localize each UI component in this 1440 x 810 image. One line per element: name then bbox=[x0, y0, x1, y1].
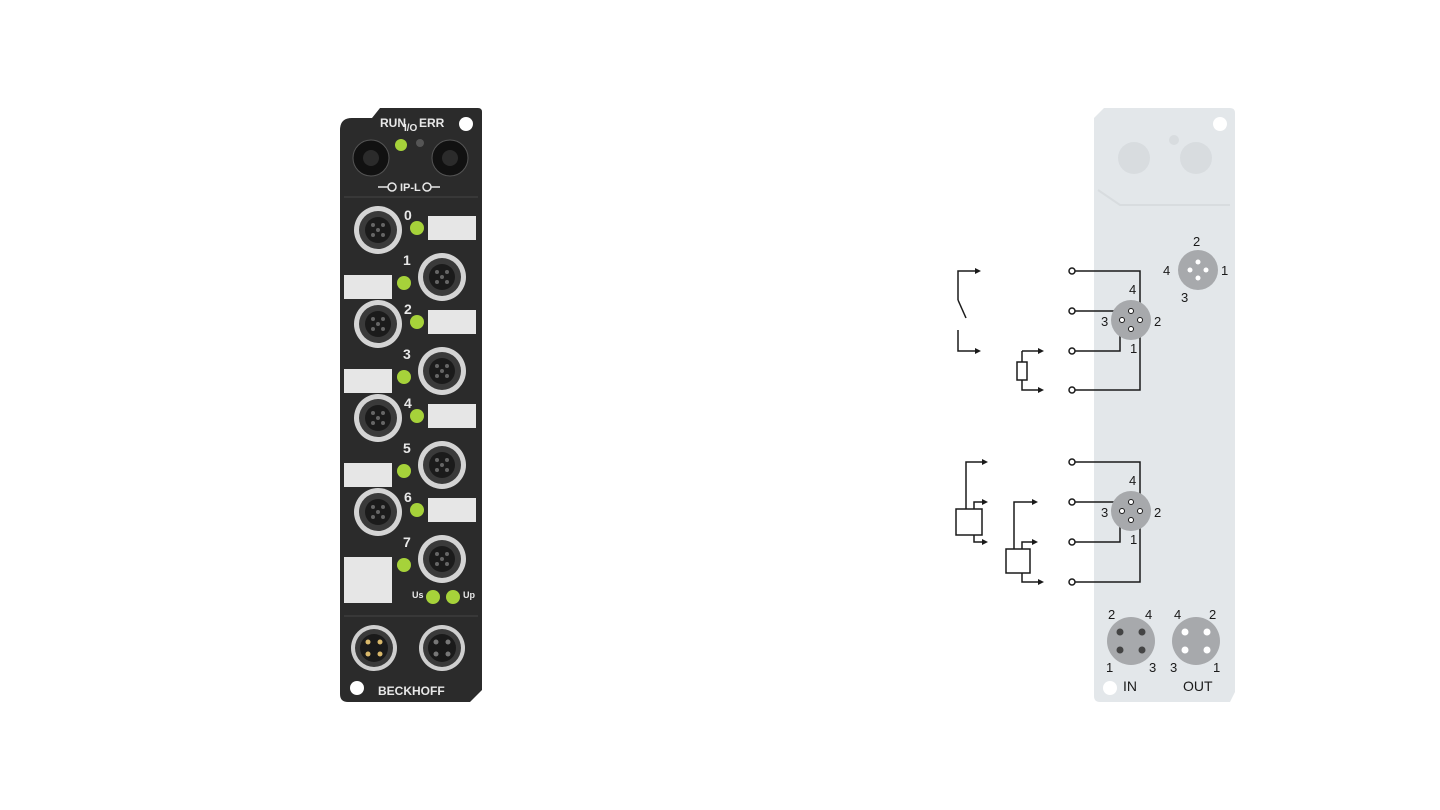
led-label-run: RUN bbox=[380, 116, 406, 130]
channel-number-6: 6 bbox=[404, 489, 412, 505]
channel-label-field-0 bbox=[428, 216, 476, 240]
mount-hole-top bbox=[459, 117, 473, 131]
pinout-connector-reference bbox=[1178, 250, 1218, 290]
led-label-io: I/O bbox=[404, 123, 418, 134]
upper-pin-1: 1 bbox=[1130, 341, 1137, 356]
pin-label-4: 4 bbox=[1163, 263, 1170, 278]
channel-group: 0 1 2 3 4 5 6 7 bbox=[344, 206, 476, 583]
out-pin-3: 3 bbox=[1170, 660, 1177, 675]
channel-connector-0 bbox=[354, 206, 402, 254]
channel-label-field-4 bbox=[428, 404, 476, 428]
ipl-label: IP-L bbox=[400, 182, 421, 194]
mount-hole-bottom bbox=[350, 681, 364, 695]
channel-connector-7 bbox=[418, 535, 466, 583]
supply-label-us: Us bbox=[412, 590, 424, 600]
channel-led-4 bbox=[410, 409, 424, 423]
label-field-extra bbox=[344, 579, 392, 603]
upper-pin-3: 3 bbox=[1101, 314, 1108, 329]
out-pin-2: 2 bbox=[1209, 607, 1216, 622]
channel-connector-6 bbox=[354, 488, 402, 536]
upper-pin-2: 2 bbox=[1154, 314, 1161, 329]
channel-1: 1 bbox=[344, 252, 466, 301]
led-us bbox=[426, 590, 440, 604]
brand-logo-text: BECKHOFF bbox=[378, 684, 445, 698]
channel-label-field-1 bbox=[344, 275, 392, 299]
in-pin-1: 1 bbox=[1106, 660, 1113, 675]
channel-0: 0 bbox=[354, 206, 476, 254]
channel-number-1: 1 bbox=[403, 252, 411, 268]
bus-socket-left-core bbox=[363, 150, 379, 166]
led-err bbox=[416, 139, 424, 147]
pin-label-1: 1 bbox=[1221, 263, 1228, 278]
channel-6: 6 bbox=[354, 488, 476, 536]
lower-channel-wiring bbox=[955, 458, 1141, 586]
channel-connector-1 bbox=[418, 253, 466, 301]
channel-5: 5 bbox=[344, 440, 466, 489]
channel-connector-4 bbox=[354, 394, 402, 442]
power-connector-in bbox=[351, 625, 397, 671]
lower-pin-1: 1 bbox=[1130, 532, 1137, 547]
channel-number-3: 3 bbox=[403, 346, 411, 362]
channel-led-6 bbox=[410, 503, 424, 517]
channel-3: 3 bbox=[344, 346, 466, 395]
channel-connector-5 bbox=[418, 441, 466, 489]
channel-number-5: 5 bbox=[403, 440, 411, 456]
lower-pin-4: 4 bbox=[1129, 473, 1136, 488]
out-connector-label: OUT bbox=[1183, 678, 1213, 694]
in-pin-2: 2 bbox=[1108, 607, 1115, 622]
upper-channel-connector bbox=[1111, 300, 1151, 340]
channel-4: 4 bbox=[354, 394, 476, 442]
channel-number-7: 7 bbox=[403, 534, 411, 550]
lower-pin-3: 3 bbox=[1101, 505, 1108, 520]
channel-led-0 bbox=[410, 221, 424, 235]
beckhoff-module: RUN I/O ERR IP-L 0 1 2 3 4 5 6 7 Us Up bbox=[340, 108, 482, 702]
channel-led-3 bbox=[397, 370, 411, 384]
in-connector-label: IN bbox=[1123, 678, 1137, 694]
channel-led-1 bbox=[397, 276, 411, 290]
upper-channel-wiring bbox=[957, 267, 1141, 394]
upper-channel-arrows bbox=[975, 268, 1044, 393]
in-pin-4: 4 bbox=[1145, 607, 1152, 622]
channel-label-field-6 bbox=[428, 498, 476, 522]
out-pin-4: 4 bbox=[1174, 607, 1181, 622]
led-label-err: ERR bbox=[419, 116, 445, 130]
bus-socket-right-core bbox=[442, 150, 458, 166]
channel-label-field-2 bbox=[428, 310, 476, 334]
in-power-connector bbox=[1107, 617, 1155, 665]
channel-led-5 bbox=[397, 464, 411, 478]
channel-label-field-7 bbox=[344, 557, 392, 581]
out-power-connector bbox=[1172, 617, 1220, 665]
led-run bbox=[395, 139, 407, 151]
schematic-hole-top bbox=[1213, 117, 1227, 131]
lower-channel-arrows bbox=[982, 459, 1044, 585]
lower-pin-2: 2 bbox=[1154, 505, 1161, 520]
channel-number-4: 4 bbox=[404, 395, 412, 411]
channel-connector-3 bbox=[418, 347, 466, 395]
channel-label-field-3 bbox=[344, 369, 392, 393]
channel-7: 7 bbox=[344, 534, 466, 583]
channel-led-7 bbox=[397, 558, 411, 572]
channel-led-2 bbox=[410, 315, 424, 329]
channel-number-2: 2 bbox=[404, 301, 412, 317]
schematic-hole-bottom bbox=[1103, 681, 1117, 695]
out-pin-1: 1 bbox=[1213, 660, 1220, 675]
lower-channel-connector bbox=[1111, 491, 1151, 531]
channel-2: 2 bbox=[354, 300, 476, 348]
channel-number-0: 0 bbox=[404, 207, 412, 223]
ipl-in-icon bbox=[387, 182, 397, 192]
wiring-schematic: 2 1 4 3 bbox=[955, 108, 1235, 702]
supply-label-up: Up bbox=[463, 590, 475, 600]
led-up bbox=[446, 590, 460, 604]
power-connector-out bbox=[419, 625, 465, 671]
pin-label-2: 2 bbox=[1193, 234, 1200, 249]
in-pin-3: 3 bbox=[1149, 660, 1156, 675]
channel-connector-2 bbox=[354, 300, 402, 348]
pin-label-3: 3 bbox=[1181, 290, 1188, 305]
upper-pin-4: 4 bbox=[1129, 282, 1136, 297]
channel-label-field-5 bbox=[344, 463, 392, 487]
